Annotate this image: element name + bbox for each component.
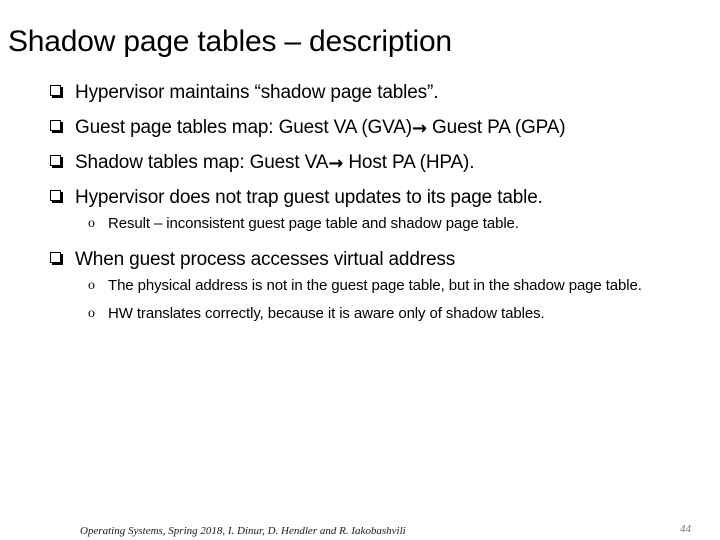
page-title: Shadow page tables – description <box>8 25 452 58</box>
bullet-item-level1: When guest process accesses virtual addr… <box>0 249 720 271</box>
bullet-text-cont: Host PA (HPA). <box>343 152 475 173</box>
bullet-text: Result – inconsistent guest page table a… <box>108 215 519 232</box>
bullet-item-level2: o Result – inconsistent guest page table… <box>0 214 720 233</box>
slide-body: Hypervisor maintains “shadow page tables… <box>0 82 720 332</box>
bullet-item-level1: Guest page tables map: Guest VA (GVA)→ G… <box>0 117 720 139</box>
bullet-text: HW translates correctly, because it is a… <box>108 305 545 322</box>
bullet-text: Guest page tables map: Guest VA (GVA) <box>75 117 412 138</box>
bullet-item-level1: Hypervisor does not trap guest updates t… <box>0 187 720 209</box>
bullet-item-level1: Shadow tables map: Guest VA→ Host PA (HP… <box>0 152 720 174</box>
square-bullet-icon <box>50 85 63 98</box>
square-bullet-icon <box>50 155 63 168</box>
square-bullet-icon <box>50 252 63 265</box>
bullet-item-level2: o HW translates correctly, because it is… <box>0 304 720 323</box>
circle-bullet-icon: o <box>88 278 95 293</box>
right-arrow-icon: → <box>411 118 427 139</box>
square-bullet-icon <box>50 120 63 133</box>
square-bullet-icon <box>50 190 63 203</box>
bullet-text: The physical address is not in the guest… <box>108 277 642 294</box>
bullet-item-level1: Hypervisor maintains “shadow page tables… <box>0 82 720 104</box>
bullet-text: Hypervisor maintains “shadow page tables… <box>75 82 439 103</box>
right-arrow-icon: → <box>328 153 344 174</box>
bullet-item-level2: o The physical address is not in the gue… <box>0 276 720 295</box>
bullet-text: Hypervisor does not trap guest updates t… <box>75 187 543 208</box>
bullet-text-cont: Guest PA (GPA) <box>426 117 566 138</box>
slide-number: 44 <box>680 523 691 535</box>
footer-attribution: Operating Systems, Spring 2018, I. Dinur… <box>80 525 406 537</box>
bullet-text: Shadow tables map: Guest VA <box>75 152 329 173</box>
circle-bullet-icon: o <box>88 306 95 321</box>
circle-bullet-icon: o <box>88 216 95 231</box>
bullet-text: When guest process accesses virtual addr… <box>75 249 456 270</box>
